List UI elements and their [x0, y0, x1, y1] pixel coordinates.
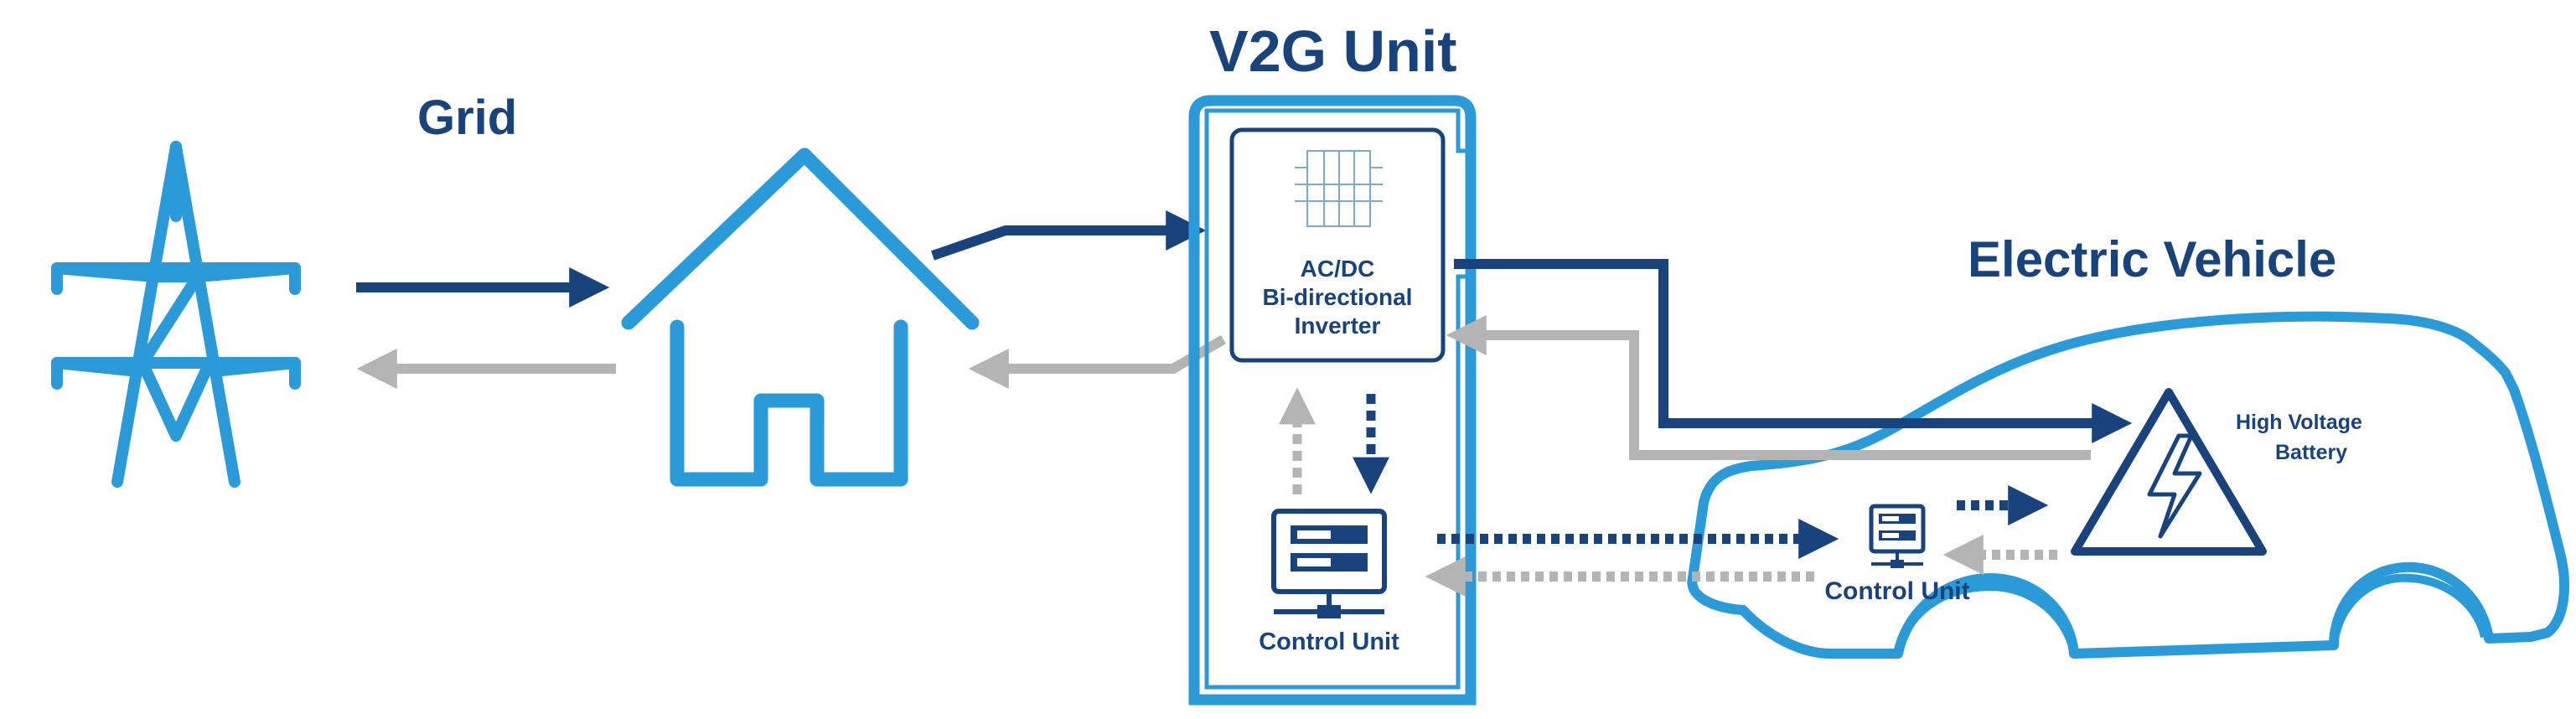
v2g-unit-title: V2G Unit — [1209, 18, 1457, 84]
house-to-inverter-arrow — [931, 210, 1207, 261]
inverter-box — [1229, 127, 1446, 363]
inverter-to-battery-arrow — [1454, 259, 2133, 443]
high-voltage-battery-icon — [2071, 388, 2267, 556]
inverter-label-line3: Inverter — [1295, 313, 1381, 339]
electric-vehicle-title: Electric Vehicle — [1968, 231, 2336, 287]
inverter-label-line1: AC/DC — [1301, 256, 1375, 282]
battery-label-line2: Battery — [2275, 441, 2347, 464]
station-control-unit-icon — [1271, 509, 1387, 618]
battery-label-line1: High Voltage — [2236, 411, 2362, 434]
station-control-unit-label: Control Unit — [1259, 628, 1399, 655]
grid-label: Grid — [417, 91, 517, 145]
vehicle-control-unit-label: Control Unit — [1824, 577, 1969, 605]
wheel-arch-rear — [1894, 582, 2078, 655]
battery-to-inverter-arrow — [1446, 315, 2091, 460]
inverter-circuit-icon — [1295, 150, 1383, 227]
vehicle-control-unit-icon — [1869, 504, 1926, 568]
inverter-to-house-arrow — [968, 334, 1227, 389]
vehicle-outline — [1687, 311, 2569, 659]
power-pylon-icon — [51, 141, 301, 488]
house-icon — [621, 147, 980, 487]
v2g-unit-housing — [1188, 95, 1477, 706]
wheel-arch-front — [2330, 573, 2489, 646]
inverter-label-line2: Bi-directional — [1263, 284, 1413, 310]
